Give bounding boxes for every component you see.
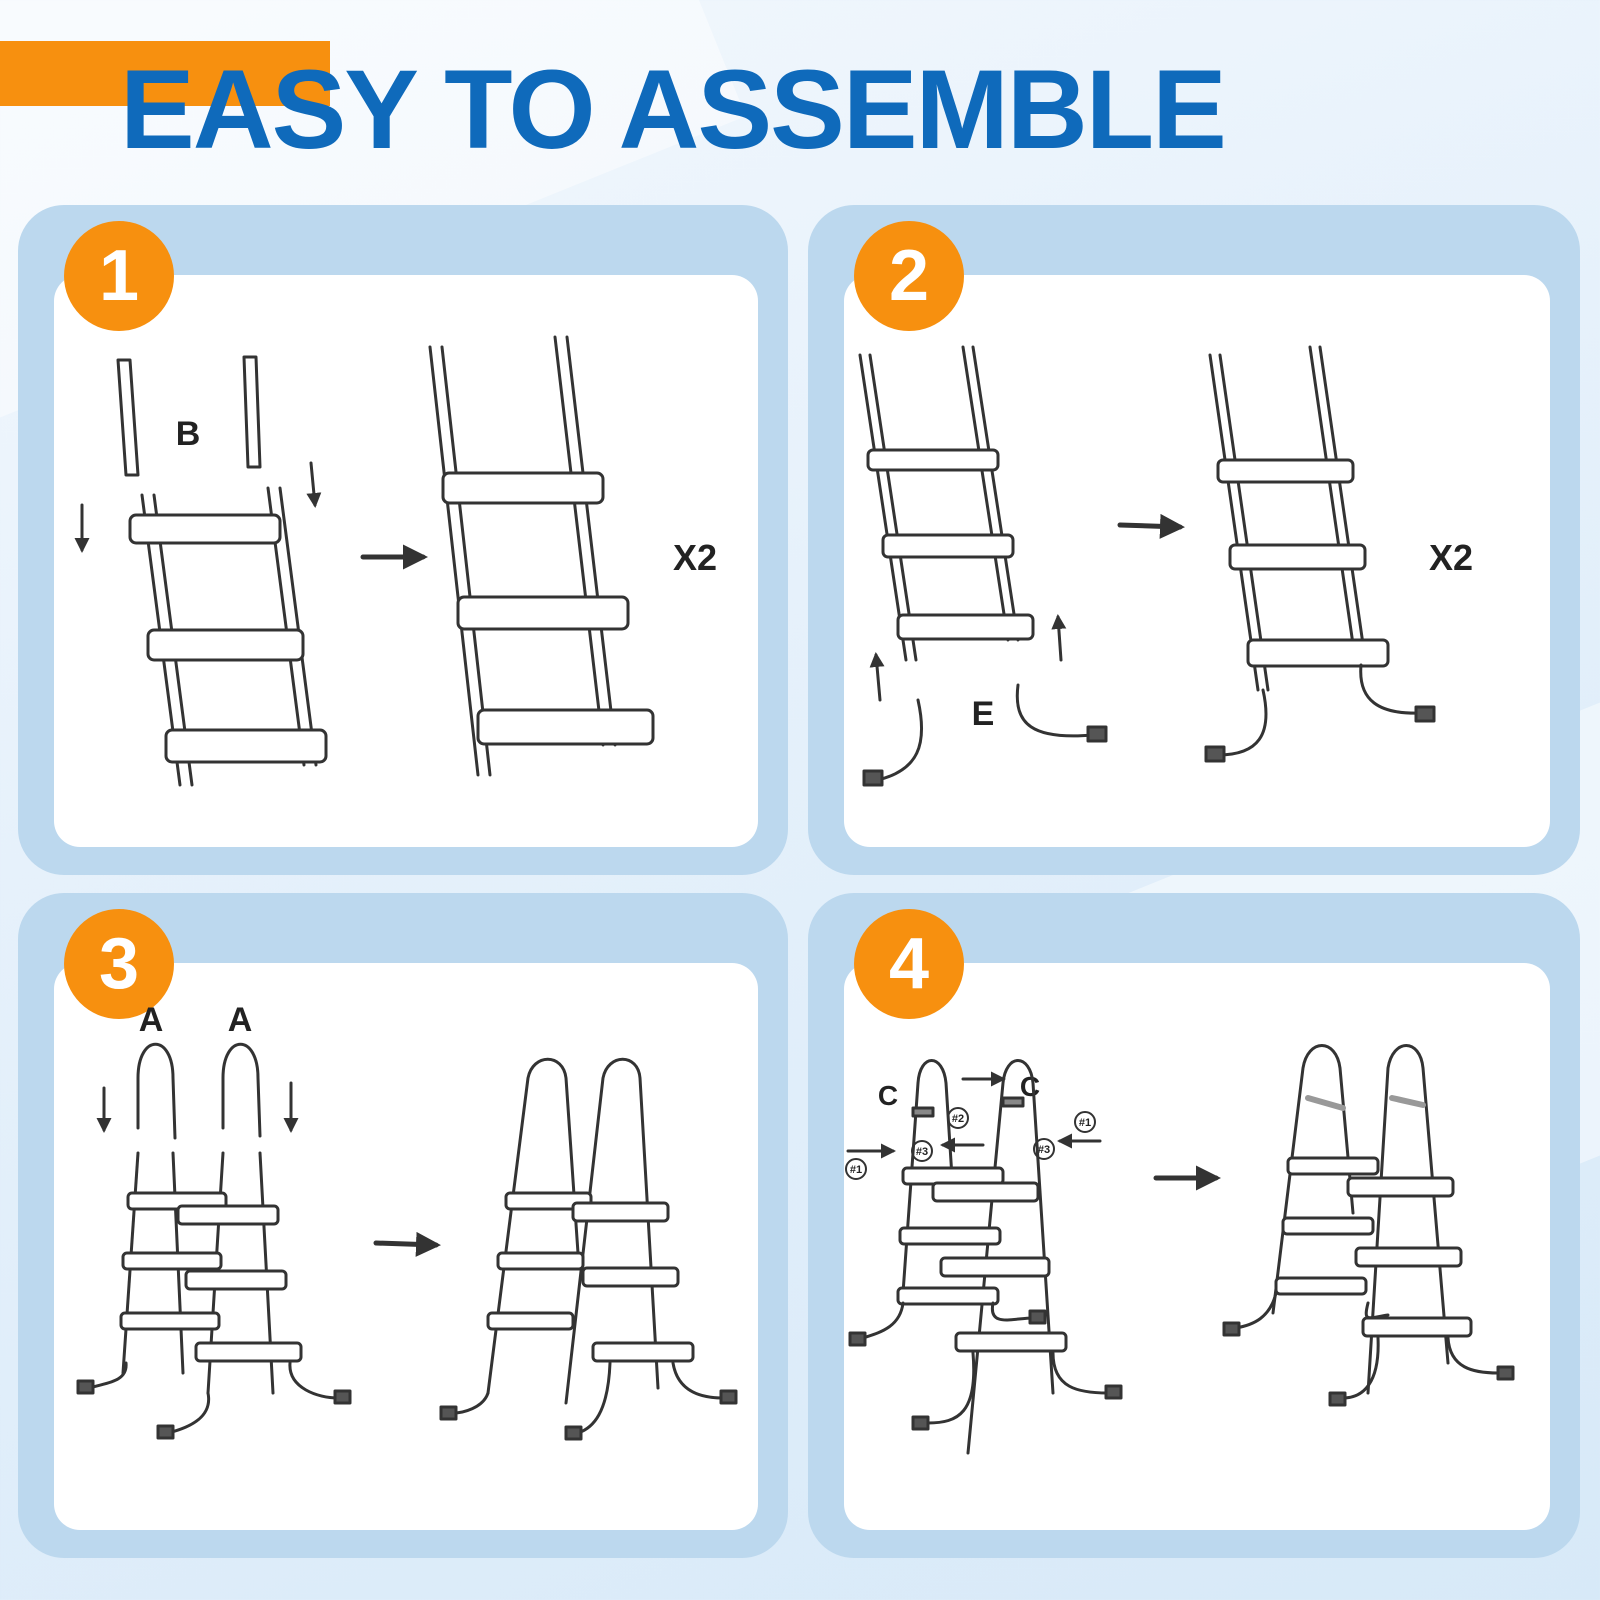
tube-part (116, 355, 262, 477)
ladder-with-bars (848, 1059, 1123, 1455)
multiplier-label: X2 (1429, 537, 1473, 578)
part-label-b: B (176, 415, 201, 453)
ladder-with-legs (1204, 345, 1436, 763)
hardware-callout-3: #3 (911, 1140, 933, 1162)
leg-part (862, 683, 1108, 787)
step-4-illustration: C C #1 #2 #3 #3 #1 (845, 1044, 1515, 1455)
part-label-c: C (878, 1080, 898, 1111)
svg-text:#1: #1 (1079, 1117, 1091, 1129)
step-2-illustration: E X2 (858, 345, 1473, 787)
step-1-badge: 1 (64, 221, 174, 331)
ladder-without-legs (858, 345, 1035, 662)
part-label-a: A (228, 1001, 253, 1039)
title-accent-bar (0, 41, 330, 106)
completed-ladder (1222, 1044, 1515, 1407)
multiplier-label: X2 (673, 537, 717, 578)
svg-text:#2: #2 (952, 1113, 964, 1125)
step-1-illustration: B X2 (74, 335, 717, 787)
step-3-illustration: A A (76, 1001, 738, 1441)
step-3-badge: 3 (64, 909, 174, 1019)
svg-text:#3: #3 (1038, 1144, 1050, 1156)
down-arrow (306, 461, 322, 508)
ladder-left (128, 486, 328, 787)
step-4-badge: 4 (854, 909, 964, 1019)
step-1-panel: 1 B X2 (18, 205, 788, 875)
right-arrow (1117, 513, 1185, 539)
right-arrow (373, 1231, 441, 1257)
ladder-pair (76, 1151, 352, 1440)
page-title: EASY TO ASSEMBLE (120, 47, 1227, 172)
step-2-panel: 2 E (808, 205, 1580, 875)
up-arrow (869, 652, 885, 702)
hardware-callout-1: #1 (845, 1158, 867, 1180)
assembled-frame (439, 1057, 738, 1441)
handrail-part (136, 1042, 262, 1140)
svg-text:#1: #1 (850, 1164, 862, 1176)
hardware-callout-2: #2 (947, 1107, 969, 1129)
up-arrow (1051, 614, 1067, 662)
step-3-panel: 3 A A (18, 893, 788, 1558)
step-2-card (844, 275, 1550, 847)
ladder-assembled (428, 335, 655, 777)
part-label-a: A (139, 1001, 164, 1039)
step-2-badge: 2 (854, 221, 964, 331)
svg-text:#3: #3 (916, 1146, 928, 1158)
hardware-callout-1: #1 (1074, 1111, 1096, 1133)
step-4-panel: 4 C C #1 #2 #3 #3 #1 (808, 893, 1580, 1558)
part-label-e: E (972, 695, 995, 733)
